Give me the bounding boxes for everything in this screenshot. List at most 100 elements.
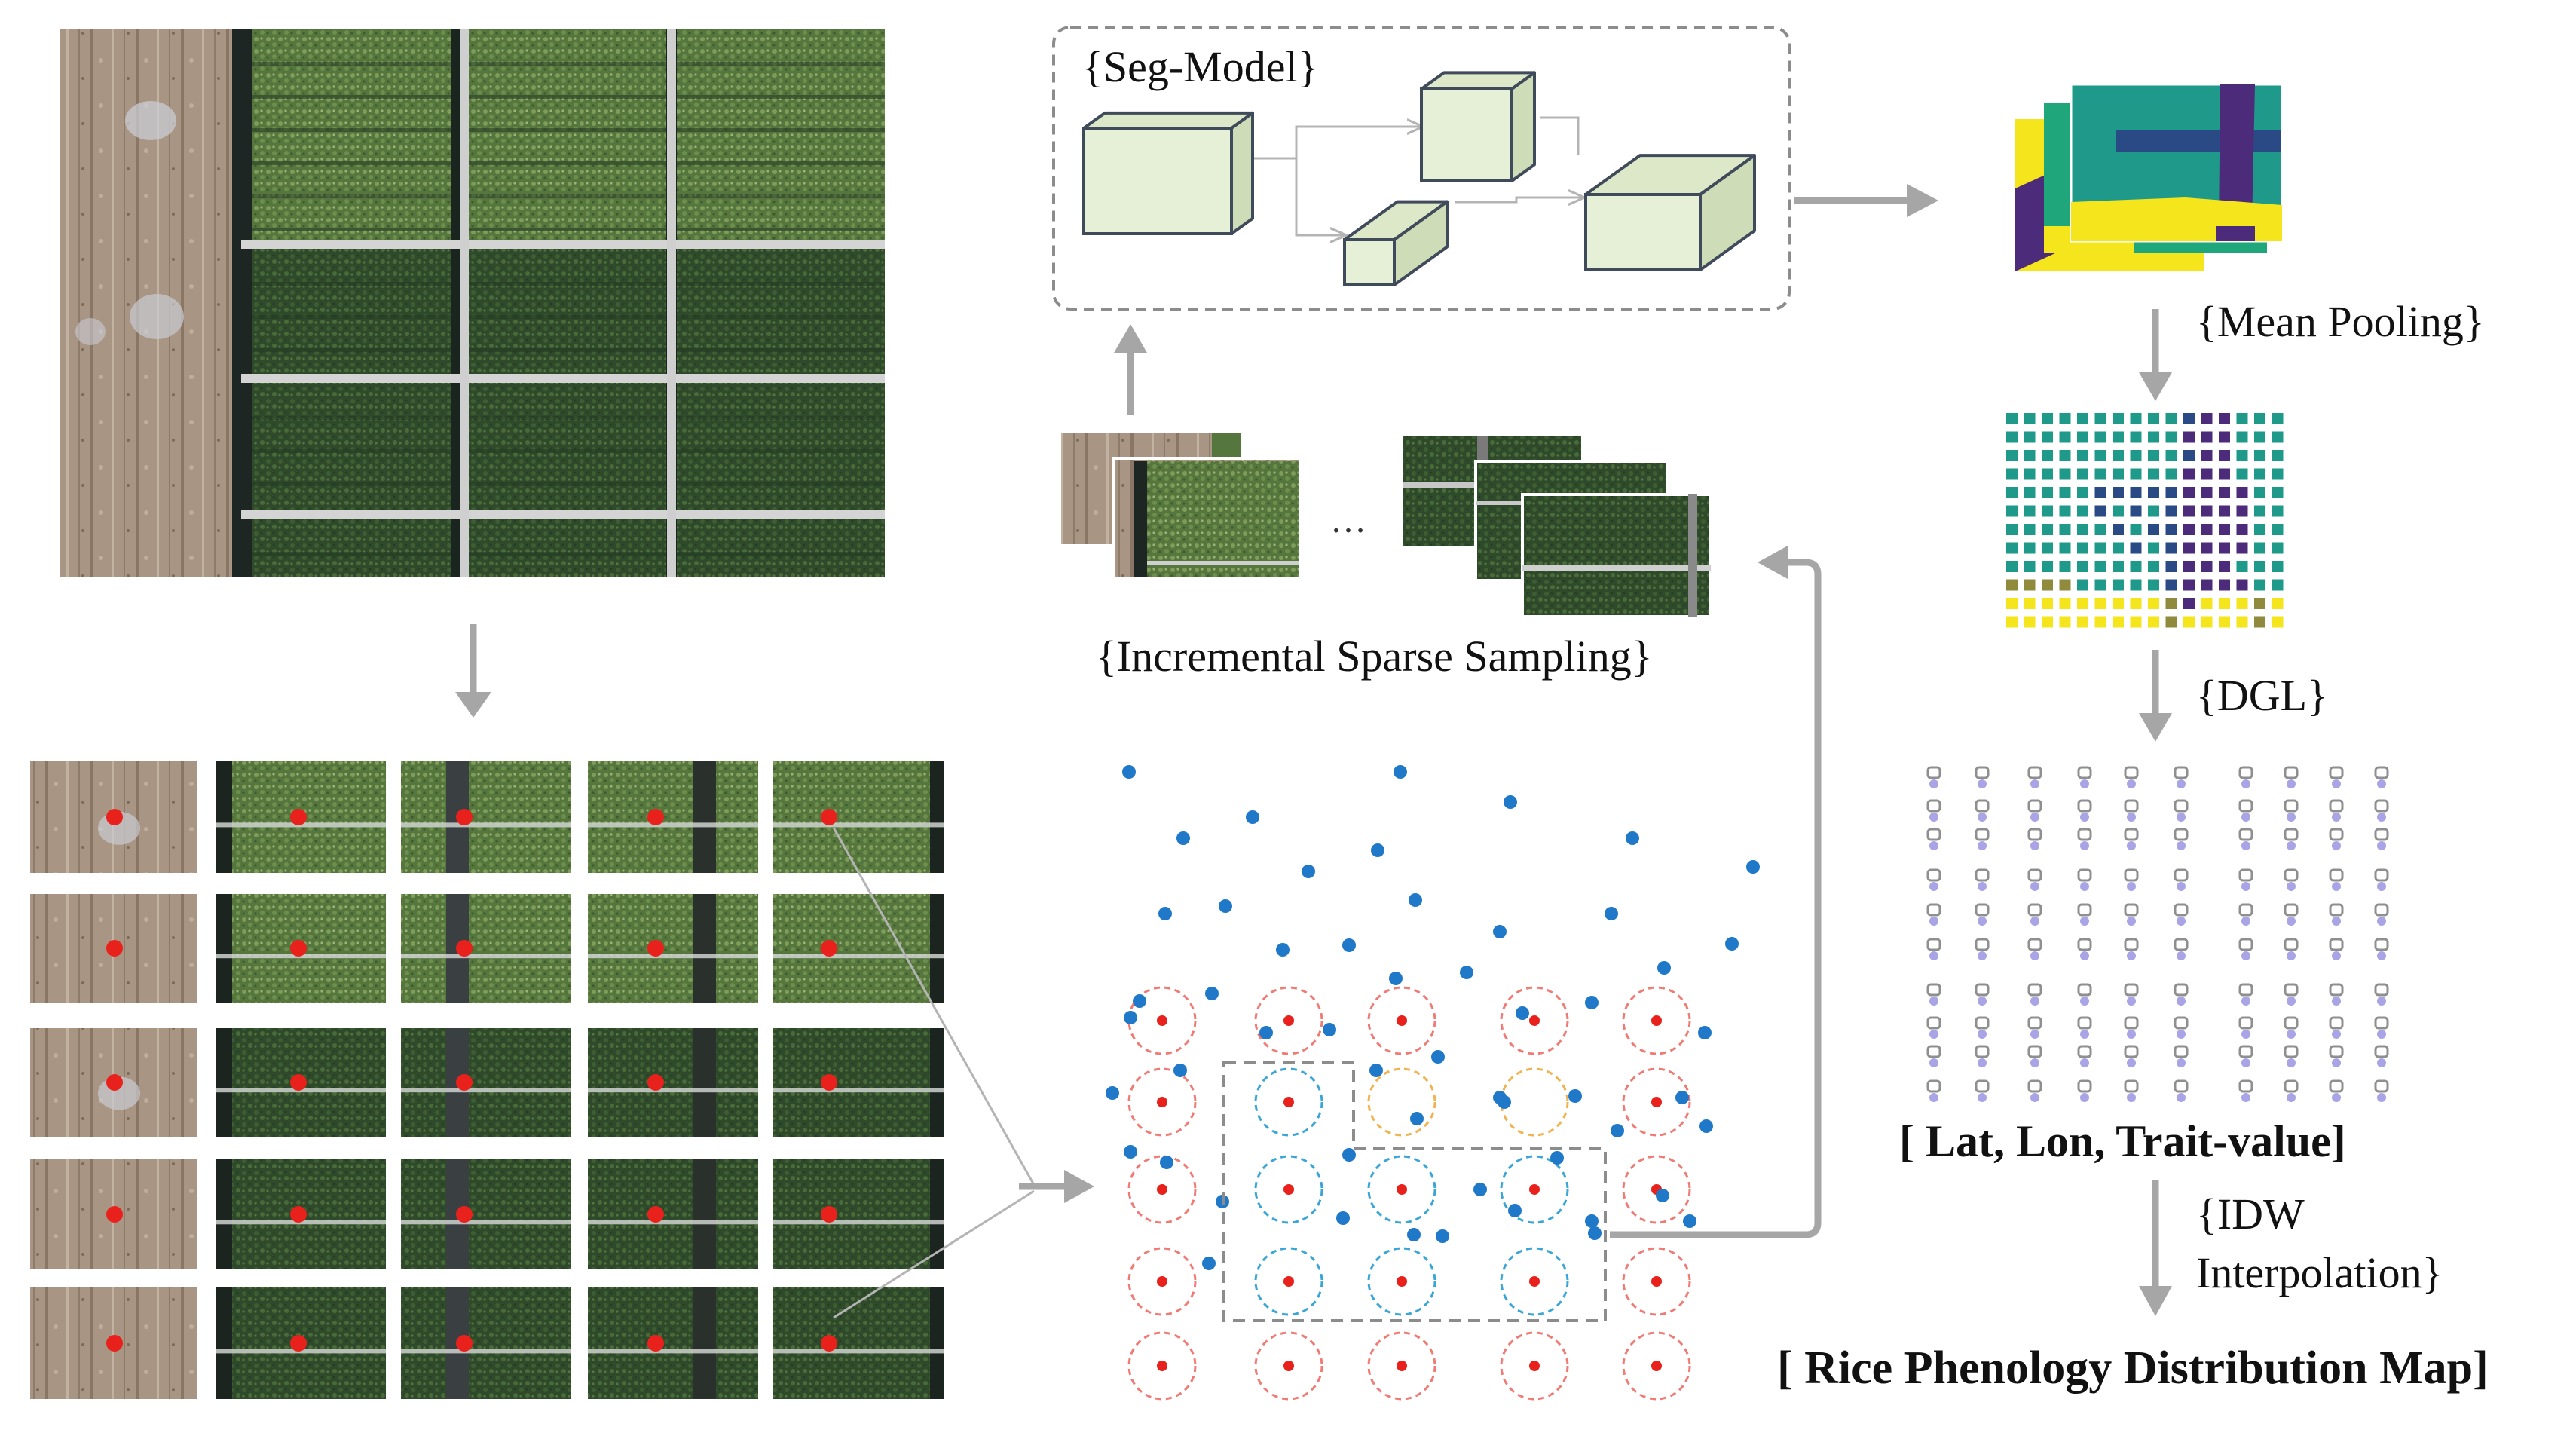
- plot-tile: [588, 761, 758, 873]
- tile-path: [401, 1349, 571, 1354]
- sample-point: [1342, 1148, 1356, 1162]
- graph-node: [2077, 1045, 2092, 1058]
- pooled-cell: [2130, 431, 2142, 443]
- graph-node: [2329, 868, 2344, 882]
- pooled-cell: [2183, 413, 2195, 424]
- mean-pooling-label: {Mean Pooling}: [2196, 297, 2485, 346]
- graph-node: [1975, 766, 1990, 779]
- rice-phenology-map-label: [ Rice Phenology Distribution Map]: [1777, 1342, 2489, 1394]
- graph-node-value: [1929, 779, 1938, 788]
- plot-tile: [401, 1028, 571, 1137]
- encoder-block-side: [1230, 111, 1254, 235]
- graph-node-value: [1929, 997, 1938, 1006]
- tile-path: [773, 954, 944, 959]
- pooled-cell: [2219, 450, 2230, 461]
- pooled-cell: [2130, 598, 2142, 609]
- pooled-cell: [2130, 579, 2142, 591]
- graph-node: [2284, 983, 2299, 997]
- graph-node: [2374, 1045, 2389, 1058]
- graph-node: [2238, 1045, 2253, 1058]
- pooled-cell: [2165, 579, 2177, 591]
- graph-node: [2329, 828, 2344, 841]
- pooled-cell: [2201, 487, 2213, 498]
- sample-ring: [1367, 1155, 1436, 1224]
- field-block: [677, 383, 885, 510]
- pooled-cell: [2094, 468, 2106, 480]
- pooled-cell: [2059, 616, 2071, 628]
- pooled-cell: [2042, 413, 2053, 424]
- sample-point: [1276, 943, 1290, 957]
- graph-node-value: [2241, 813, 2250, 822]
- sample-point: [1389, 972, 1403, 985]
- sample-point: [1568, 1089, 1582, 1103]
- crop-row: [252, 348, 460, 352]
- graph-node: [2374, 828, 2389, 841]
- graph-node-value: [2177, 1093, 2186, 1102]
- pooled-cell: [2201, 579, 2213, 591]
- pooled-cell: [2254, 505, 2265, 517]
- aerial-rice-field-photo: [60, 29, 885, 577]
- plot-tile: [401, 761, 571, 873]
- sample-point: [1336, 1211, 1350, 1225]
- plot-center-dot: [290, 940, 307, 957]
- graph-node-value: [2177, 997, 2186, 1006]
- crop-row: [469, 194, 667, 198]
- graph-node: [2329, 799, 2344, 813]
- graph-node-value: [2287, 841, 2296, 850]
- field-path: [667, 29, 676, 577]
- pooled-cell: [2236, 413, 2248, 424]
- plot-center-dot: [647, 809, 664, 825]
- pooled-cell: [2077, 413, 2088, 424]
- grid-center-dot: [1529, 1276, 1540, 1287]
- pooled-cell: [2254, 413, 2265, 424]
- field-plot-tile-grid: [30, 761, 944, 1399]
- cnn-feature-block-icon: [1082, 71, 1756, 286]
- field-path: [241, 510, 885, 519]
- graph-node-value: [2332, 779, 2341, 788]
- pooled-cell: [2059, 413, 2071, 424]
- grid-center-dot: [1283, 1184, 1294, 1195]
- sample-ring: [1500, 1067, 1569, 1137]
- graph-node: [2284, 799, 2299, 813]
- pooled-cell: [2165, 542, 2177, 554]
- graph-node-value: [1929, 917, 1938, 926]
- graph-node-value: [2127, 813, 2136, 822]
- pooled-cell: [2201, 616, 2213, 628]
- pooled-cell: [2042, 561, 2053, 572]
- sample-point: [1675, 1091, 1689, 1104]
- pooled-cell: [2148, 413, 2159, 424]
- pooled-cell: [2219, 413, 2230, 424]
- pooled-cell: [2042, 598, 2053, 609]
- graph-node: [2124, 868, 2139, 882]
- pooled-cell: [2236, 524, 2248, 535]
- segmentation-mask-stack: [2015, 83, 2284, 271]
- pooled-cell: [2272, 413, 2284, 424]
- graph-node-value: [2287, 779, 2296, 788]
- graph-node: [2174, 938, 2189, 951]
- graph-node: [2077, 868, 2092, 882]
- grid-center-dot: [1529, 1015, 1540, 1026]
- graph-node: [2027, 938, 2042, 951]
- sample-point: [1158, 907, 1172, 920]
- plot-center-dot: [106, 1206, 123, 1223]
- tile-path: [588, 1088, 758, 1093]
- graph-node: [2284, 1079, 2299, 1093]
- pooled-cell: [2094, 561, 2106, 572]
- graph-node: [2329, 1016, 2344, 1030]
- graph-node-value: [2030, 1058, 2039, 1067]
- sampled-image-stack-1: [1061, 433, 1302, 580]
- plot-center-dot: [456, 1335, 473, 1352]
- graph-node: [2238, 766, 2253, 779]
- graph-node: [2374, 903, 2389, 917]
- field-block: [469, 519, 667, 577]
- grid-center-dot: [1397, 1015, 1407, 1026]
- plot-center-dot: [290, 809, 307, 825]
- pooled-cell: [2042, 431, 2053, 443]
- graph-node: [2329, 1079, 2344, 1093]
- pooled-cell: [2254, 487, 2265, 498]
- sample-point: [1246, 810, 1259, 824]
- pooled-cell: [2272, 505, 2284, 517]
- graph-node: [1926, 903, 1941, 917]
- pooled-cell: [2006, 431, 2018, 443]
